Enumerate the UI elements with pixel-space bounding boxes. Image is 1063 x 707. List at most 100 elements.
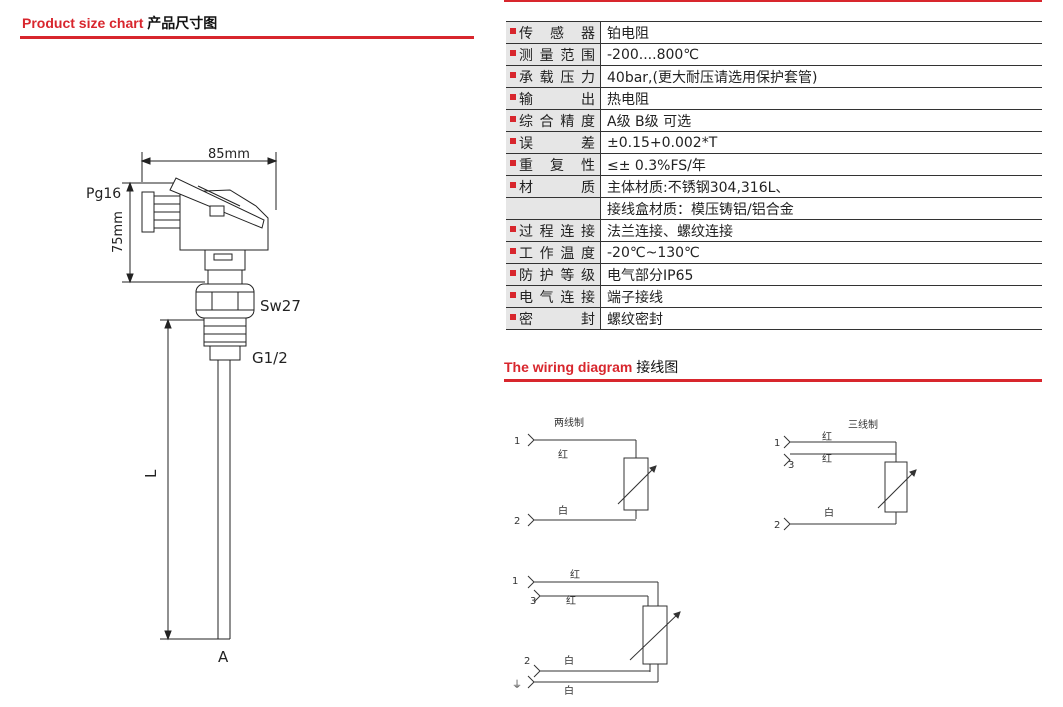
spec-label: 过程连接: [519, 223, 595, 240]
dim-height-label: 75mm: [111, 211, 126, 253]
spec-label: 承载压力: [519, 69, 595, 86]
three-wire-n3: 3: [788, 460, 794, 471]
spec-row: 工作温度-20℃~130℃: [506, 241, 1042, 264]
four-wire-red1: 红: [570, 568, 580, 581]
spec-value: 主体材质:不锈钢304,316L、: [600, 175, 1042, 198]
spec-label: 重复性: [519, 157, 595, 174]
spec-row: 过程连接法兰连接、螺纹连接: [506, 219, 1042, 242]
ground-icon: ⏚: [512, 679, 522, 691]
two-wire-title: 两线制: [554, 416, 584, 429]
spec-row: 密封螺纹密封: [506, 307, 1042, 330]
wiring-title: The wiring diagram 接线图: [504, 357, 678, 377]
spec-row: 误差 ±0.15+0.002*T: [506, 131, 1042, 154]
a-label: A: [218, 648, 229, 666]
spec-label: 输出: [519, 91, 595, 108]
spec-row: 材质主体材质:不锈钢304,316L、: [506, 175, 1042, 198]
bullet-square-icon: [510, 181, 516, 188]
spec-label: 密封: [519, 311, 595, 328]
spec-label-cell: 传感器: [506, 21, 601, 44]
spec-value: 40bar,(更大耐压请选用保护套管): [600, 65, 1042, 88]
spec-label: 传感器: [519, 25, 595, 42]
spec-label: 材质: [519, 179, 595, 196]
spec-value: -20℃~130℃: [600, 241, 1042, 264]
four-wire-n2: 2: [524, 656, 530, 667]
three-wire-white: 白: [824, 506, 834, 519]
pg16-label: Pg16: [86, 186, 121, 202]
spec-label-cell: 综合精度: [506, 109, 601, 132]
spec-row: 承载压力 40bar,(更大耐压请选用保护套管): [506, 65, 1042, 88]
spec-label: 防护等级: [519, 267, 595, 284]
spec-value: ≤± 0.3%FS/年: [600, 153, 1042, 176]
spec-label-cell: 承载压力: [506, 65, 601, 88]
spec-label-cell: 过程连接: [506, 219, 601, 242]
spec-row: 防护等级电气部分IP65: [506, 263, 1042, 286]
spec-value: A级 B级 可选: [600, 109, 1042, 132]
two-wire-red: 红: [558, 448, 568, 461]
three-wire-title: 三线制: [848, 418, 878, 431]
spec-row: 输出热电阻: [506, 87, 1042, 110]
spec-label-cell: 工作温度: [506, 241, 601, 264]
wiring-diagrams: 两线制 1 红 白 2 三线制 1 红 3 红 白 2 1 红 3 红 2 白 …: [512, 416, 917, 697]
bullet-square-icon: [510, 247, 516, 254]
spec-value: 热电阻: [600, 87, 1042, 110]
bullet-square-icon: [510, 269, 516, 276]
dim-width-label: 85mm: [208, 147, 250, 162]
size-chart-title-cn: 产品尺寸图: [147, 15, 218, 31]
product-dimension-drawing: 85mm Pg16 75mm Sw27 G1/2 L A: [86, 147, 301, 666]
bullet-square-icon: [510, 93, 516, 100]
three-wire-red1: 红: [822, 430, 832, 443]
wiring-divider: [504, 379, 1042, 382]
bullet-square-icon: [510, 225, 516, 232]
spec-value: 端子接线: [600, 285, 1042, 308]
l-dimension-label: L: [142, 469, 160, 478]
spec-row: 重复性 ≤± 0.3%FS/年: [506, 153, 1042, 176]
bullet-square-icon: [510, 115, 516, 122]
bullet-square-icon: [510, 313, 516, 320]
four-wire-white2: 白: [564, 684, 574, 697]
wiring-title-cn: 接线图: [636, 359, 679, 375]
spec-value: 铂电阻: [600, 21, 1042, 44]
spec-label: 电气连接: [519, 289, 595, 306]
spec-label-cell: 输出: [506, 87, 601, 110]
spec-value: 电气部分IP65: [600, 263, 1042, 286]
four-wire-white1: 白: [564, 654, 574, 667]
spec-value: 法兰连接、螺纹连接: [600, 219, 1042, 242]
size-chart-divider: [20, 36, 474, 39]
wiring-title-en: The wiring diagram: [504, 359, 633, 375]
g12-label: G1/2: [252, 349, 288, 367]
four-wire-n1: 1: [512, 576, 518, 587]
spec-value: ±0.15+0.002*T: [600, 131, 1042, 154]
bullet-square-icon: [510, 137, 516, 144]
spec-label: 测量范围: [519, 47, 595, 64]
bullet-square-icon: [510, 291, 516, 298]
size-chart-title-en: Product size chart: [22, 15, 144, 31]
bullet-square-icon: [510, 159, 516, 166]
three-wire-n2: 2: [774, 520, 780, 531]
spec-value: 螺纹密封: [600, 307, 1042, 330]
two-wire-n1: 1: [514, 436, 520, 447]
four-wire-red2: 红: [566, 594, 576, 607]
two-wire-n2: 2: [514, 516, 520, 527]
spec-table: 传感器铂电阻测量范围 -200....800℃ 承载压力 40bar,(更大耐压请选用…: [506, 21, 1042, 330]
spec-label-cell: 材质: [506, 175, 601, 198]
size-chart-title: Product size chart 产品尺寸图: [22, 13, 217, 33]
three-wire-n1: 1: [774, 438, 780, 449]
bullet-square-icon: [510, 71, 516, 78]
two-wire-white: 白: [558, 504, 568, 517]
spec-value: -200....800℃: [600, 43, 1042, 66]
bullet-square-icon: [510, 27, 516, 34]
spec-row: 电气连接端子接线: [506, 285, 1042, 308]
spec-label-cell: 电气连接: [506, 285, 601, 308]
bullet-square-icon: [510, 49, 516, 56]
spec-row: 接线盒材质：模压铸铝/铝合金: [506, 197, 1042, 220]
spec-row: 测量范围 -200....800℃: [506, 43, 1042, 66]
sw27-label: Sw27: [260, 297, 301, 315]
spec-label-cell: 重复性: [506, 153, 601, 176]
spec-label-cell: 密封: [506, 307, 601, 330]
spec-label-cell: 误差: [506, 131, 601, 154]
spec-label: 误差: [519, 135, 595, 152]
four-wire-n3: 3: [530, 596, 536, 607]
spec-top-divider: [504, 0, 1042, 2]
three-wire-red2: 红: [822, 452, 832, 465]
